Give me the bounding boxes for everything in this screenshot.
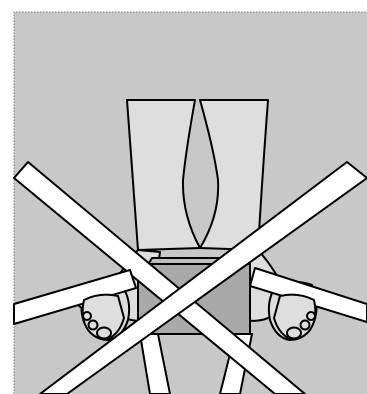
right-toe-c bbox=[307, 312, 315, 320]
left-toe-c bbox=[83, 312, 91, 320]
left-toe-b bbox=[89, 321, 98, 330]
right-toe-b bbox=[301, 321, 310, 330]
right-big-toe bbox=[287, 328, 301, 339]
left-big-toe bbox=[97, 328, 111, 339]
